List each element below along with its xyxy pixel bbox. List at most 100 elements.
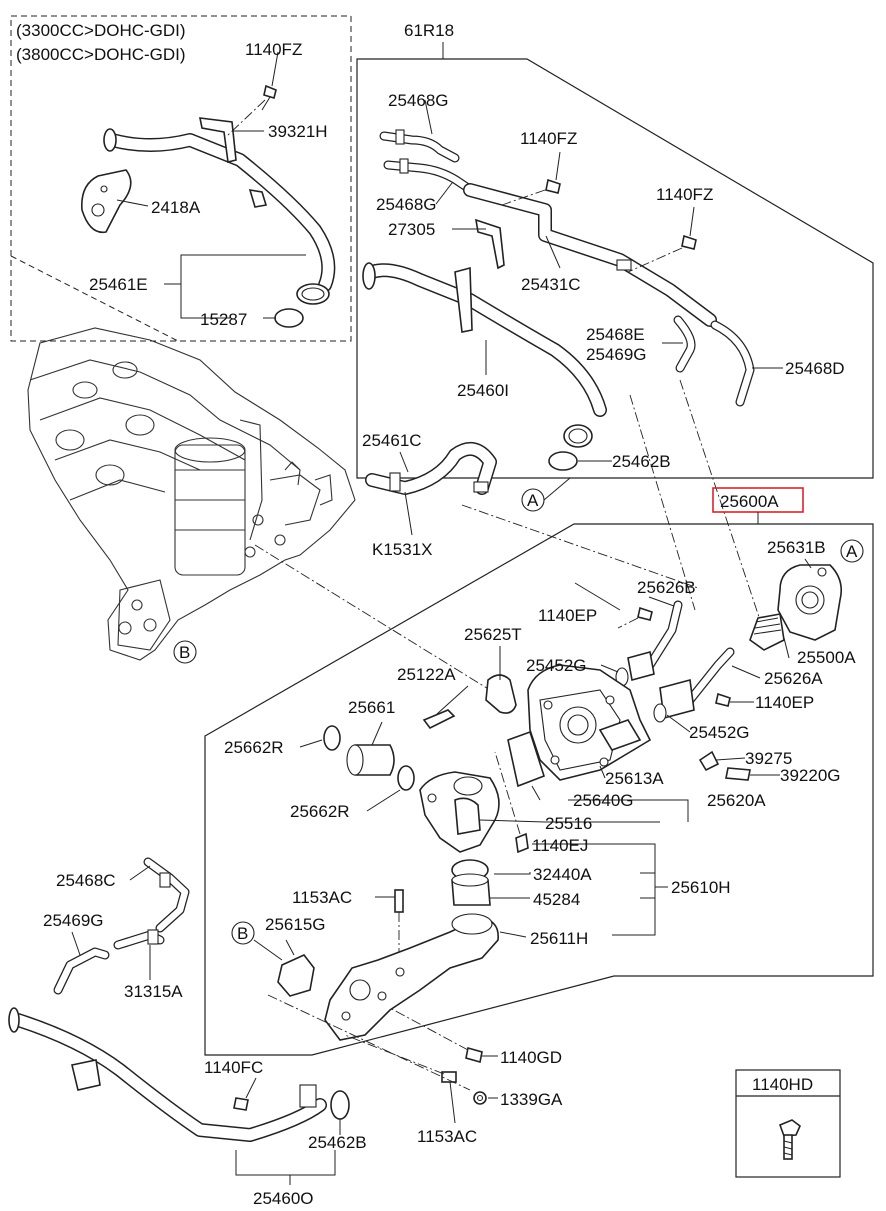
label-1140fz-a[interactable]: 1140FZ bbox=[245, 40, 302, 59]
label-25626a[interactable]: 25626A bbox=[764, 669, 823, 688]
label-25469g-b[interactable]: 25469G bbox=[43, 911, 104, 930]
bolt-1140ep-a bbox=[617, 606, 653, 629]
label-25640g[interactable]: 25640G bbox=[573, 791, 634, 810]
reference-marker-b-engine: B bbox=[173, 640, 197, 664]
engine-block bbox=[27, 327, 356, 661]
label-25615g[interactable]: 25615G bbox=[265, 915, 326, 934]
label-k1531x[interactable]: K1531X bbox=[372, 540, 433, 559]
hose-25468c bbox=[143, 857, 190, 933]
label-1140hd[interactable]: 1140HD bbox=[752, 1075, 813, 1094]
reference-marker-b-bottom: B bbox=[231, 921, 255, 945]
label-25661[interactable]: 25661 bbox=[348, 698, 395, 717]
label-25468g-a[interactable]: 25468G bbox=[388, 91, 449, 110]
pipe-25626a bbox=[659, 647, 735, 720]
label-25462b-a[interactable]: 25462B bbox=[612, 452, 671, 471]
label-1140ej[interactable]: 1140EJ bbox=[532, 836, 588, 855]
pipe-25626b bbox=[627, 600, 683, 682]
label-25613a[interactable]: 25613A bbox=[605, 769, 664, 788]
label-39220g[interactable]: 39220G bbox=[780, 766, 841, 785]
reference-marker-a-top: A bbox=[521, 488, 545, 512]
label-25431c[interactable]: 25431C bbox=[521, 275, 581, 294]
label-25600a[interactable]: 25600A bbox=[720, 492, 779, 511]
label-32440a[interactable]: 32440A bbox=[533, 865, 592, 884]
label-25631b[interactable]: 25631B bbox=[767, 538, 826, 557]
o-ring-25662r-a bbox=[323, 725, 341, 751]
label-1140ep-b[interactable]: 1140EP bbox=[755, 693, 814, 712]
label-39321h[interactable]: 39321H bbox=[268, 122, 328, 141]
label-25662r-b[interactable]: 25662R bbox=[290, 802, 350, 821]
hose-25468e bbox=[673, 315, 696, 373]
o-ring-15287 bbox=[274, 308, 304, 328]
thermostat-25500a bbox=[749, 613, 785, 651]
bolt-1140hd bbox=[778, 1119, 801, 1160]
label-1140fc[interactable]: 1140FC bbox=[204, 1058, 263, 1077]
hose-25468g-lower bbox=[383, 158, 473, 193]
o-ring-25462b-top bbox=[548, 451, 578, 471]
label-45284[interactable]: 45284 bbox=[533, 890, 580, 909]
label-25500a[interactable]: 25500A bbox=[797, 648, 856, 667]
hose-25468d bbox=[710, 320, 755, 407]
sensor-39275 bbox=[698, 750, 720, 772]
label-25460o[interactable]: 25460O bbox=[253, 1189, 314, 1208]
label-25468g-b[interactable]: 25468G bbox=[376, 195, 437, 214]
label-1140fz-c[interactable]: 1140FZ bbox=[656, 185, 713, 204]
pipe-31315a bbox=[113, 929, 165, 950]
gasket-25625t bbox=[485, 674, 517, 714]
label-25620a[interactable]: 25620A bbox=[707, 791, 766, 810]
label-27305[interactable]: 27305 bbox=[388, 220, 435, 239]
water-pump-group-box-25600a bbox=[204, 523, 874, 1056]
bolt-1140fc bbox=[233, 1097, 249, 1111]
label-25461e[interactable]: 25461E bbox=[89, 275, 148, 294]
water-pump-25620a bbox=[527, 664, 652, 781]
nut-1339ga bbox=[473, 1091, 487, 1105]
label-2418a[interactable]: 2418A bbox=[151, 198, 201, 217]
label-25469g-a[interactable]: 25469G bbox=[586, 345, 647, 364]
bolt-1140fz-c bbox=[627, 234, 697, 273]
label-25452g-b[interactable]: 25452G bbox=[689, 723, 750, 742]
label-1153ac-a[interactable]: 1153AC bbox=[292, 888, 352, 907]
label-31315a[interactable]: 31315A bbox=[124, 982, 183, 1001]
bolt-1140fz-b bbox=[501, 178, 561, 206]
bolt-1140ej bbox=[494, 751, 529, 854]
label-61r18[interactable]: 61R18 bbox=[404, 21, 454, 40]
label-15287[interactable]: 15287 bbox=[200, 310, 247, 329]
bracket-2418a bbox=[81, 169, 132, 234]
svg-text:A: A bbox=[846, 542, 858, 561]
label-25625t[interactable]: 25625T bbox=[464, 625, 522, 644]
label-25462b-b[interactable]: 25462B bbox=[308, 1133, 367, 1152]
pipe-25661 bbox=[346, 744, 395, 776]
label-1140ep-a[interactable]: 1140EP bbox=[538, 606, 597, 625]
sensor-39220g bbox=[725, 767, 751, 781]
label-39275[interactable]: 39275 bbox=[745, 749, 792, 768]
label-25452g-a[interactable]: 25452G bbox=[526, 656, 587, 675]
gasket-25452g-b bbox=[653, 703, 667, 723]
label-25611h[interactable]: 25611H bbox=[530, 929, 588, 948]
label-1140gd[interactable]: 1140GD bbox=[500, 1048, 562, 1067]
svg-text:B: B bbox=[179, 643, 190, 662]
label-25626b[interactable]: 25626B bbox=[637, 578, 696, 597]
label-25461c[interactable]: 25461C bbox=[362, 431, 422, 450]
label-25122a[interactable]: 25122A bbox=[397, 665, 456, 684]
label-1140fz-b[interactable]: 1140FZ bbox=[520, 129, 577, 148]
label-1339ga[interactable]: 1339GA bbox=[500, 1090, 563, 1109]
label-25468d[interactable]: 25468D bbox=[785, 359, 845, 378]
label-1153ac-b[interactable]: 1153AC bbox=[417, 1127, 477, 1146]
reference-marker-a-right: A bbox=[840, 539, 864, 563]
label-25468c[interactable]: 25468C bbox=[56, 871, 116, 890]
hose-25468g-upper bbox=[379, 129, 460, 163]
label-25468e[interactable]: 25468E bbox=[586, 325, 645, 344]
label-25516[interactable]: 25516 bbox=[545, 814, 592, 833]
variant-note-3300: (3300CC>DOHC-GDI) bbox=[16, 21, 186, 40]
label-25460i[interactable]: 25460I bbox=[457, 381, 509, 400]
o-ring-25662r-b bbox=[397, 765, 415, 791]
label-25610h[interactable]: 25610H bbox=[671, 878, 731, 897]
variant-dashed-box bbox=[10, 15, 352, 342]
pipe-25431c bbox=[463, 183, 717, 327]
bolt-1140gd bbox=[389, 1007, 483, 1064]
label-25662r-a[interactable]: 25662R bbox=[224, 738, 284, 757]
svg-text:B: B bbox=[237, 924, 248, 943]
hose-25469g-lower bbox=[53, 947, 110, 995]
hose-25461c bbox=[365, 441, 497, 495]
part-1140hd-box bbox=[735, 1069, 841, 1178]
